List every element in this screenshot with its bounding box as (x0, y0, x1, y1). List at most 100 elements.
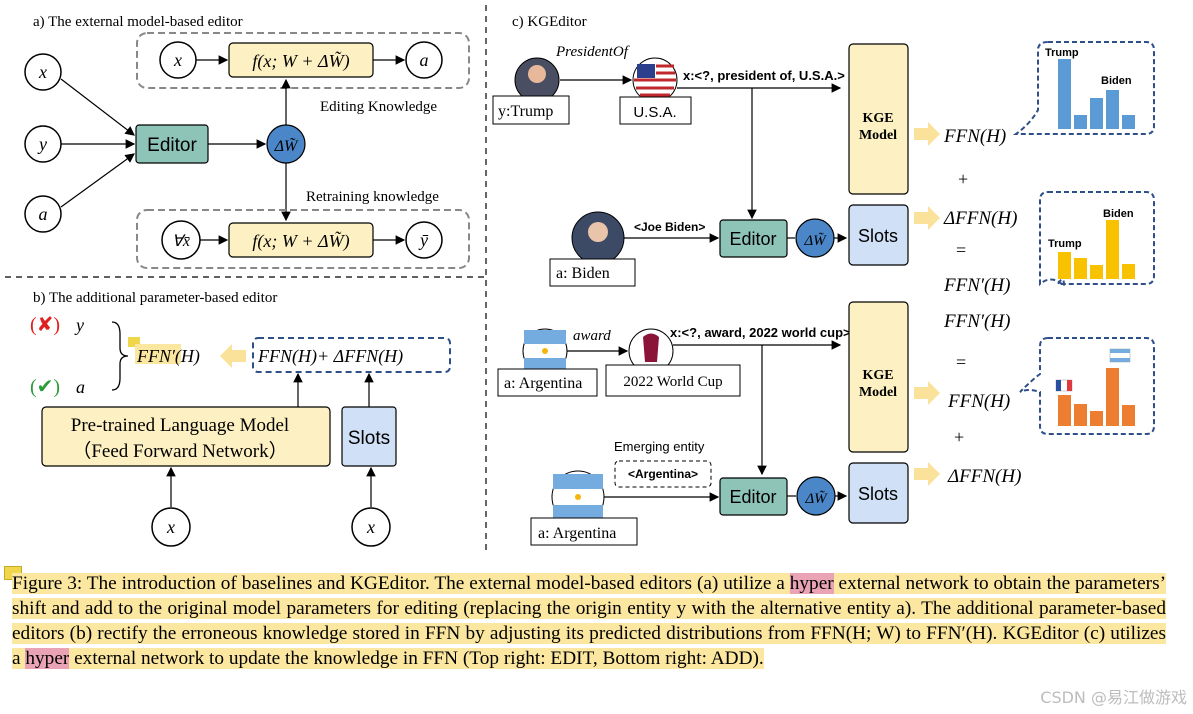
argentina-label-box-2 (530, 517, 638, 546)
input-y-label: y (37, 134, 47, 154)
query-bottom: x:<?, award, 2022 world cup> (670, 325, 851, 340)
slots-box-c-bottom (848, 462, 909, 524)
slots-label-c-bottom: Slots (858, 484, 898, 504)
plus-top: + (958, 169, 968, 189)
bar (1122, 115, 1135, 129)
top-output-node (405, 41, 443, 79)
bar-label-biden: Biden (1101, 75, 1132, 87)
delta-w-label-c-top: ΔW̃ (803, 233, 827, 249)
flag-band (1110, 358, 1130, 362)
ffn-label-c-top: FFN(H) (943, 126, 1006, 147)
arrow (60, 153, 135, 208)
world-cup-label: 2022 World Cup (623, 374, 722, 390)
bar (1122, 264, 1135, 279)
plm-box (41, 406, 331, 467)
right-label: a (76, 377, 85, 397)
equals-top: = (956, 240, 966, 260)
bottom-output-node (405, 221, 443, 259)
delta-w-label-a: ΔW̃ (274, 137, 299, 155)
trump-label: y:Trump (498, 103, 553, 120)
query-top: x:<?, president of, U.S.A.> (683, 68, 845, 83)
kge-label-top-2: Model (859, 128, 897, 143)
kge-model-box-bottom (848, 301, 909, 453)
dffn-label-c-bottom: ΔFFN(H) (947, 466, 1021, 487)
right-check-icon: (✔) (30, 376, 60, 398)
usa-flag-canton (637, 64, 655, 78)
panel-b-title: b) The additional parameter-based editor (33, 290, 277, 306)
input-x-node (24, 53, 62, 91)
slots-label-c-top: Slots (858, 226, 898, 246)
flag-band (1067, 380, 1072, 391)
biden-label-box (549, 258, 636, 287)
bar-label-trump: Trump (1045, 47, 1079, 59)
flag-band (553, 505, 603, 520)
argentina-label-2: a: Argentina (538, 525, 616, 542)
kge-label-top-1: KGE (862, 111, 893, 126)
input-x-right-label: x (366, 517, 375, 537)
argentina-label-box (497, 368, 598, 397)
ffn-sum-dashed-box (252, 337, 451, 373)
dffn-label-c-top: ΔFFN(H) (943, 208, 1017, 229)
bar (1122, 405, 1135, 426)
plm-line2: （Feed Forward Network） (72, 440, 287, 462)
flag-band (553, 474, 603, 489)
bar (1058, 395, 1071, 426)
watermark: CSDN @易江做游戏 (1040, 688, 1187, 707)
bar (1106, 90, 1119, 129)
bar (1074, 115, 1087, 129)
editor-label-a: Editor (147, 135, 197, 156)
bar (1058, 59, 1071, 129)
bottom-output-label: ȳ (418, 230, 429, 250)
sun-icon (542, 348, 548, 354)
top-x-label: x (173, 50, 182, 70)
kge-label-bottom-1: KGE (862, 368, 893, 383)
distribution-bubble-top (1012, 41, 1155, 135)
editor-label-c-top: Editor (729, 229, 776, 249)
usa-label-box (619, 96, 692, 125)
bar-label-trump-2: Trump (1048, 238, 1082, 250)
bar (1074, 404, 1087, 426)
panel-c-title: c) KGEditor (512, 14, 587, 30)
input-a-label: a (39, 204, 48, 224)
wrong-label: y (74, 315, 84, 335)
delta-w-label-c-bottom: ΔW̃ (804, 491, 828, 507)
relation-award: award (573, 328, 611, 344)
caption-hyper1: hyper (789, 573, 834, 594)
note-icon (128, 337, 140, 347)
flag-band (524, 330, 566, 344)
editor-label-c-bottom: Editor (729, 487, 776, 507)
biden-face (588, 222, 608, 242)
bottom-input-label: ∀x̄ (172, 233, 190, 250)
ffn-sum-label: FFN(H)+ ΔFFN(H) (257, 346, 403, 367)
arrow (60, 78, 135, 136)
bar (1106, 368, 1119, 426)
caption-hyper2: hyper (25, 648, 70, 669)
top-dashed-box (136, 32, 470, 89)
top-output-label: a (420, 50, 429, 70)
input-x-left-b (151, 507, 191, 547)
input-x-right-b (351, 507, 391, 547)
biden-label: a: Biden (556, 265, 610, 282)
caption-part3: external network to update the knowledge… (69, 648, 764, 669)
kge-label-bottom-2: Model (859, 385, 897, 400)
bars-bottom (1058, 368, 1135, 426)
yellow-right-arrow (914, 122, 940, 146)
slots-box-c-top (848, 204, 909, 266)
bar (1058, 252, 1071, 279)
figure-canvas: a) The external model-based editor x f(x… (5, 5, 1155, 550)
wrong-cross-icon: (✘) (30, 314, 60, 336)
editing-knowledge-label: Editing Knowledge (320, 99, 437, 115)
bars-top (1058, 59, 1135, 129)
sun-icon (575, 494, 581, 500)
bar (1074, 258, 1087, 279)
bar (1090, 265, 1103, 279)
trump-label-box (492, 95, 570, 125)
kge-model-box-top (848, 43, 909, 195)
slots-label-b: Slots (348, 428, 390, 449)
bar (1090, 411, 1103, 426)
bars-middle (1058, 220, 1135, 279)
yellow-right-arrow (914, 381, 940, 405)
bar (1106, 220, 1119, 279)
bar-label-biden-2: Biden (1103, 208, 1134, 220)
trophy-shape (643, 333, 659, 362)
